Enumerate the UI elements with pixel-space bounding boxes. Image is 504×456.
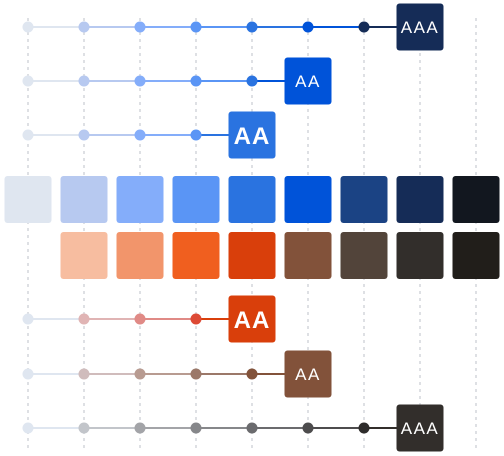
blue-swatch bbox=[396, 176, 444, 223]
contrast-badge-label: AA bbox=[234, 123, 271, 150]
contrast-badge bbox=[284, 57, 332, 105]
contrast-dot bbox=[78, 21, 90, 33]
contrast-dot bbox=[78, 368, 90, 380]
contrast-dot bbox=[190, 368, 202, 380]
contrast-dot bbox=[134, 313, 146, 325]
contrast-dot bbox=[190, 313, 202, 325]
contrast-dot bbox=[246, 422, 258, 434]
contrast-badge bbox=[228, 111, 276, 159]
contrast-badge bbox=[396, 404, 444, 452]
contrast-badge-label: AAA bbox=[401, 18, 440, 37]
orange-swatch bbox=[452, 232, 500, 279]
contrast-badge bbox=[228, 295, 276, 343]
blue-swatch bbox=[60, 176, 108, 223]
blue-swatch bbox=[4, 176, 52, 223]
contrast-dot bbox=[22, 368, 34, 380]
contrast-badge-label: AA bbox=[295, 72, 321, 91]
contrast-dot bbox=[22, 75, 34, 87]
contrast-dot bbox=[78, 75, 90, 87]
contrast-badge bbox=[284, 350, 332, 398]
contrast-dot bbox=[22, 422, 34, 434]
orange-swatch bbox=[340, 232, 388, 279]
contrast-dot bbox=[134, 368, 146, 380]
contrast-dot bbox=[134, 75, 146, 87]
blue-swatch bbox=[340, 176, 388, 223]
blue-swatch bbox=[228, 176, 276, 223]
blue-swatch bbox=[172, 176, 220, 223]
orange-swatch bbox=[228, 232, 276, 279]
contrast-dot bbox=[190, 21, 202, 33]
orange-swatch bbox=[60, 232, 108, 279]
contrast-dot bbox=[78, 422, 90, 434]
orange-swatch bbox=[284, 232, 332, 279]
contrast-dot bbox=[190, 75, 202, 87]
blue-swatch bbox=[284, 176, 332, 223]
contrast-dot bbox=[358, 21, 370, 33]
contrast-dot bbox=[22, 313, 34, 325]
contrast-badge-label: AA bbox=[295, 365, 321, 384]
orange-swatch bbox=[396, 232, 444, 279]
orange-swatch bbox=[116, 232, 164, 279]
contrast-badge-label: AA bbox=[234, 307, 271, 334]
contrast-dot bbox=[246, 368, 258, 380]
blue-swatch bbox=[116, 176, 164, 223]
contrast-badge-label: AAA bbox=[401, 419, 440, 438]
contrast-dot bbox=[78, 313, 90, 325]
contrast-dot bbox=[246, 21, 258, 33]
contrast-dot bbox=[22, 21, 34, 33]
contrast-dot bbox=[246, 75, 258, 87]
contrast-dot bbox=[134, 129, 146, 141]
contrast-dot bbox=[190, 129, 202, 141]
contrast-dot bbox=[190, 422, 202, 434]
contrast-dot bbox=[302, 21, 314, 33]
orange-swatch bbox=[172, 232, 220, 279]
contrast-dot bbox=[78, 129, 90, 141]
contrast-dot bbox=[134, 21, 146, 33]
contrast-badge bbox=[396, 3, 444, 51]
contrast-dot bbox=[22, 129, 34, 141]
contrast-dot bbox=[134, 422, 146, 434]
contrast-dot bbox=[302, 422, 314, 434]
contrast-dot bbox=[358, 422, 370, 434]
blue-swatch bbox=[452, 176, 500, 223]
